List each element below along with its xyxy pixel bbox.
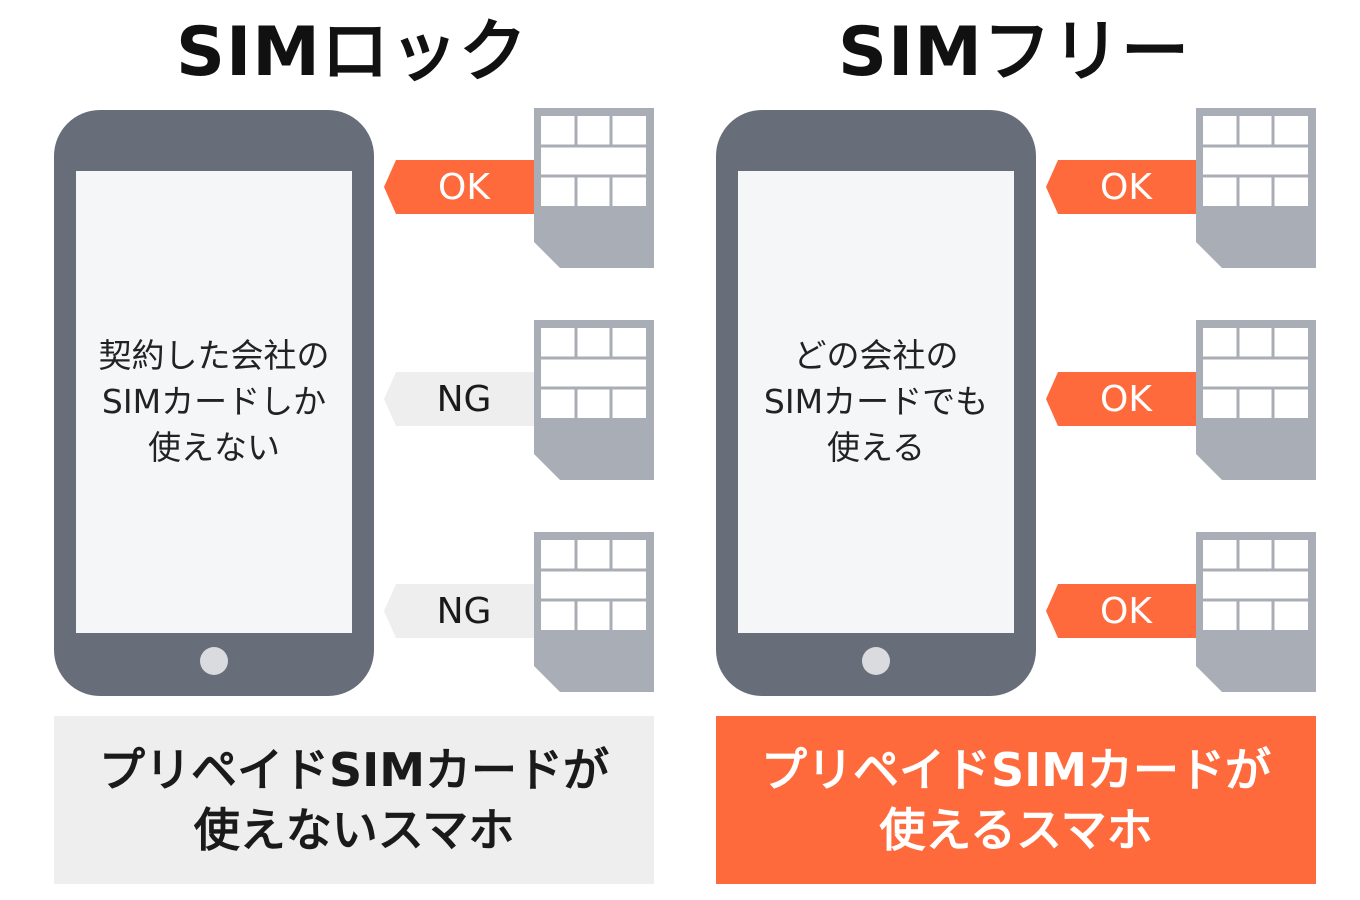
status-label: NG: [436, 590, 492, 632]
sim-card-icon: [534, 108, 654, 268]
status-arrow-ok: OK: [1046, 372, 1198, 426]
status-label: OK: [1100, 590, 1152, 632]
phone-screen: どの会社の SIMカードでも 使える: [738, 171, 1014, 633]
sim-free-panel: SIMフリー どの会社の SIMカードでも 使える OK OK: [714, 0, 1334, 900]
sim-card-icon: [1196, 532, 1316, 692]
status-arrow-ok: OK: [1046, 160, 1198, 214]
sim-free-title: SIMフリー: [838, 13, 1190, 92]
status-arrow-ng: NG: [384, 584, 536, 638]
phone-screen-text: 契約した会社の SIMカードしか 使えない: [98, 336, 330, 467]
status-arrow-ok: OK: [384, 160, 536, 214]
home-button-icon: [200, 647, 228, 675]
status-label: OK: [438, 166, 490, 208]
home-button-icon: [862, 647, 890, 675]
sim-card-icon: [534, 532, 654, 692]
sim-lock-panel: SIMロック 契約した会社の SIMカードしか 使えない OK NG: [52, 0, 672, 900]
status-label: NG: [436, 378, 492, 420]
phone-screen: 契約した会社の SIMカードしか 使えない: [76, 171, 352, 633]
sim-card-icon: [534, 320, 654, 480]
sim-card-icon: [1196, 108, 1316, 268]
status-arrow-ok: OK: [1046, 584, 1198, 638]
sim-lock-caption: プリペイドSIMカードが 使えないスマホ: [54, 716, 654, 884]
status-label: OK: [1100, 378, 1152, 420]
status-arrow-ng: NG: [384, 372, 536, 426]
smartphone-icon: どの会社の SIMカードでも 使える: [716, 110, 1036, 696]
sim-free-caption: プリペイドSIMカードが 使えるスマホ: [716, 716, 1316, 884]
smartphone-icon: 契約した会社の SIMカードしか 使えない: [54, 110, 374, 696]
sim-card-icon: [1196, 320, 1316, 480]
status-label: OK: [1100, 166, 1152, 208]
sim-lock-title: SIMロック: [176, 13, 528, 92]
phone-screen-text: どの会社の SIMカードでも 使える: [763, 336, 989, 467]
